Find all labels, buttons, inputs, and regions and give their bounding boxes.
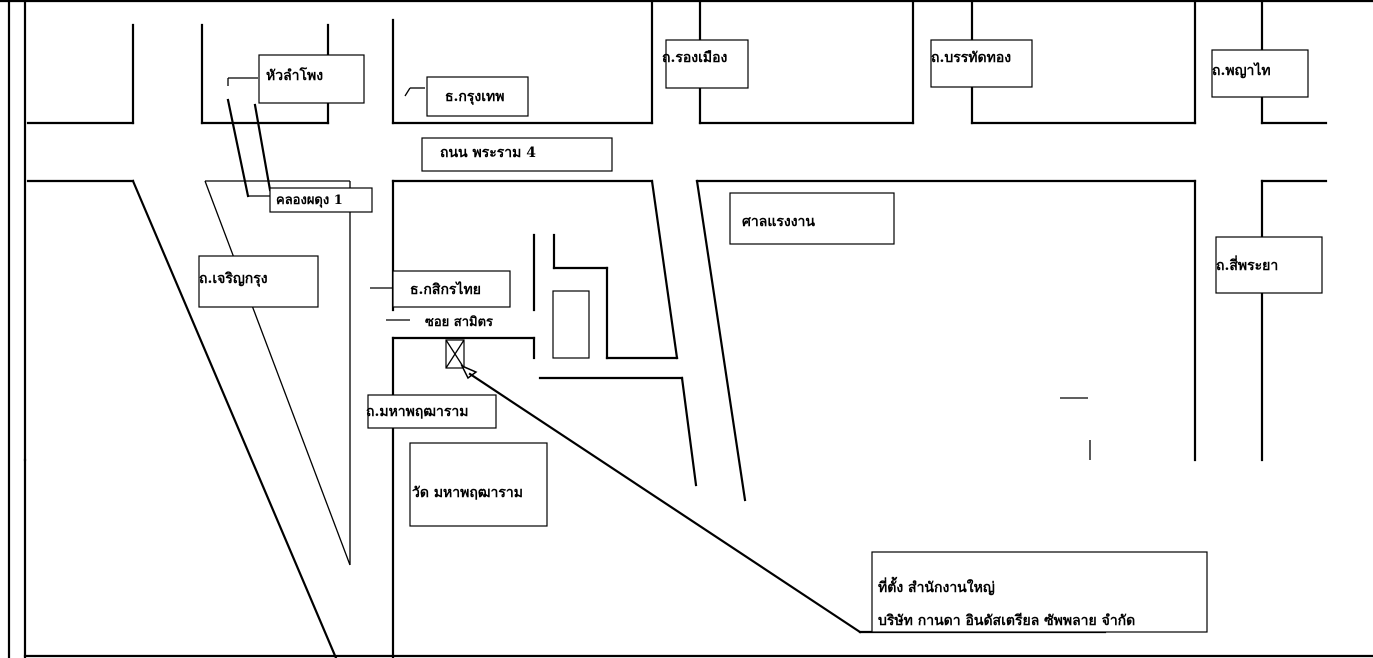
label-phaya-thai-road: ถ.พญาไท (1211, 49, 1309, 98)
svg-text:ถ.มหาพฤฒาราม: ถ.มหาพฤฒาราม (366, 404, 469, 420)
svg-text:ถ.เจริญกรุง: ถ.เจริญกรุง (199, 271, 268, 287)
label-headquarters: ที่ตั้ง สำนักงานใหญ่ บริษัท กานดา อินดัส… (871, 551, 1208, 633)
lower-blocks (26, 179, 1328, 658)
svg-text:ถ.พญาไท: ถ.พญาไท (1212, 61, 1271, 79)
label-rama4-road: ถนน พระราม 4 (421, 137, 613, 172)
label-khlong-phadung: คลองผดุง 1 (269, 187, 373, 213)
label-labour-court: ศาลแรงงาน (729, 192, 895, 245)
leader-ticks (227, 77, 425, 321)
label-charoen-krung-road: ถ.เจริญกรุง (198, 255, 319, 308)
label-kasikorn-bank: ธ.กสิกรไทย (392, 270, 511, 308)
svg-text:ถนน พระราม 4: ถนน พระราม 4 (440, 145, 536, 161)
svg-text:ถ.บรรทัดทอง: ถ.บรรทัดทอง (931, 50, 1011, 66)
svg-text:ศาลแรงงาน: ศาลแรงงาน (742, 214, 815, 230)
svg-text:วัด มหาพฤฒาราม: วัด มหาพฤฒาราม (412, 485, 523, 501)
building-block (552, 290, 590, 359)
svg-text:ที่ตั้ง สำนักงานใหญ่: ที่ตั้ง สำนักงานใหญ่ (878, 576, 995, 596)
svg-text:คลองผดุง 1: คลองผดุง 1 (276, 193, 343, 208)
label-rong-mueang-road: ถ.รองเมือง (662, 39, 749, 89)
label-maha-phruettharam-road: ถ.มหาพฤฒาราม (366, 394, 497, 429)
label-wat-maha-phruettharam: วัด มหาพฤฒาราม (409, 442, 548, 527)
svg-text:ซอย สามิตร: ซอย สามิตร (425, 315, 493, 330)
label-banthat-thong-road: ถ.บรรทัดทอง (930, 39, 1033, 88)
hq-location-marker (445, 339, 1107, 634)
svg-text:บริษัท กานดา อินดัสเตรียล ซัพพ: บริษัท กานดา อินดัสเตรียล ซัพพลาย จำกัด (878, 613, 1135, 629)
svg-text:ถ.รองเมือง: ถ.รองเมือง (662, 50, 728, 66)
label-bangkok-bank: ธ.กรุงเทพ (426, 76, 529, 117)
svg-text:ถ.สี่พระยา: ถ.สี่พระยา (1216, 255, 1278, 274)
label-hua-lamphong: หัวลำโพง (258, 54, 365, 104)
label-soi-sanmit: ซอย สามิตร (425, 315, 493, 330)
label-si-phraya-road: ถ.สี่พระยา (1215, 236, 1323, 294)
canal-lines (226, 98, 272, 198)
svg-text:ธ.กสิกรไทย: ธ.กสิกรไทย (410, 280, 481, 298)
svg-text:ธ.กรุงเทพ: ธ.กรุงเทพ (445, 89, 505, 105)
svg-text:หัวลำโพง: หัวลำโพง (266, 66, 323, 84)
